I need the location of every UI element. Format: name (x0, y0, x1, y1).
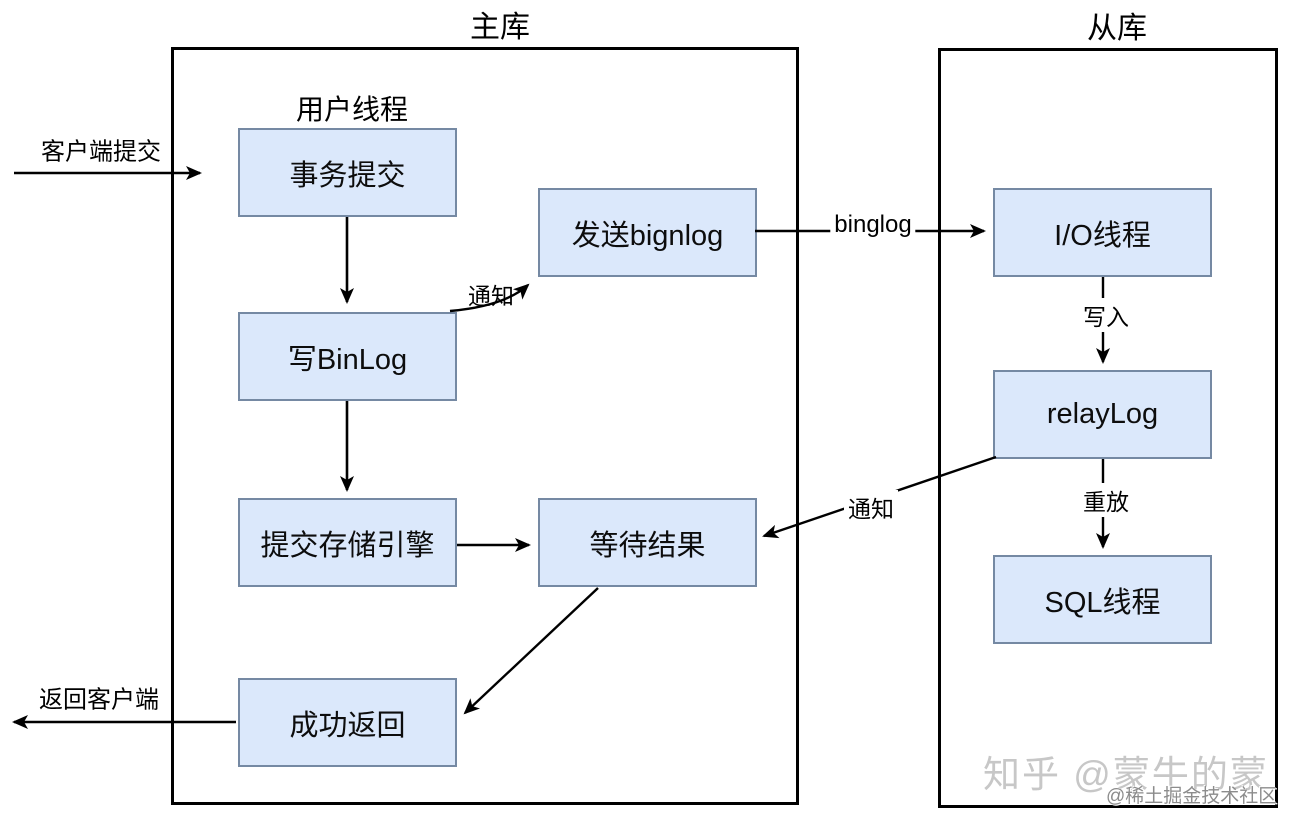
node-write-binlog: 写BinLog (238, 312, 457, 401)
watermark-juejin: @稀土掘金技术社区 (1106, 786, 1278, 807)
node-commit-storage-engine: 提交存储引擎 (238, 498, 457, 587)
edge-label-replay: 重放 (1079, 483, 1133, 517)
edge-label-write-in: 写入 (1079, 298, 1133, 332)
user-thread-label: 用户线程 (295, 94, 409, 125)
node-wait-result: 等待结果 (538, 498, 757, 587)
node-io-thread: I/O线程 (993, 188, 1212, 277)
edge-label-notify-wait: 通知 (844, 490, 898, 524)
slave-container-box (938, 48, 1278, 808)
edge-label-return-client: 返回客户端 (39, 686, 159, 714)
node-sql-thread: SQL线程 (993, 555, 1212, 644)
edge-label-client-submit: 客户端提交 (41, 138, 161, 166)
master-container-box (171, 47, 799, 805)
node-relay-log: relayLog (993, 370, 1212, 459)
master-title: 主库 (470, 11, 530, 44)
node-success-return: 成功返回 (238, 678, 457, 767)
edge-label-notify-send: 通知 (468, 283, 514, 309)
node-transaction-commit: 事务提交 (238, 128, 457, 217)
node-send-binlog: 发送bignlog (538, 188, 757, 277)
slave-title: 从库 (1087, 12, 1147, 45)
edge-label-binglog: binglog (830, 211, 916, 239)
watermark-zhihu: 知乎 @蒙牛的蒙 (983, 754, 1269, 795)
